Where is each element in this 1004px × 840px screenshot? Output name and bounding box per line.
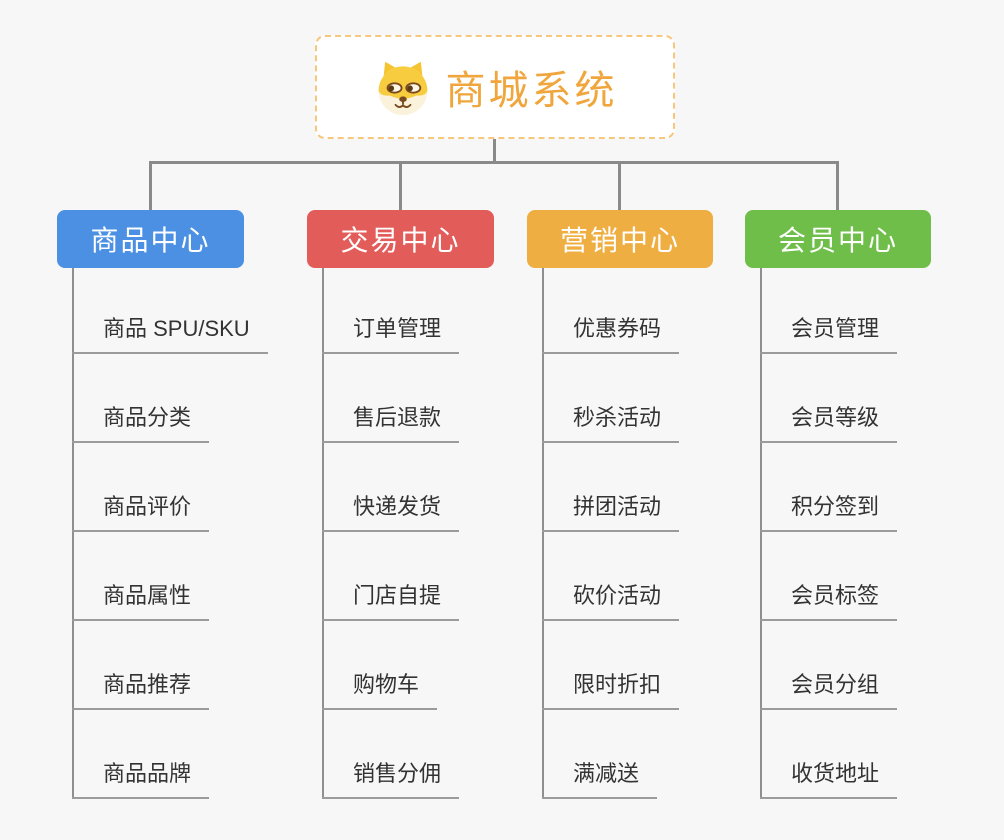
branch-node-marketing-center[interactable]: 营销中心	[527, 210, 713, 268]
branch-children-product-center: 商品 SPU/SKU 商品分类 商品评价 商品属性 商品推荐 商品品牌	[72, 268, 268, 799]
child-topic[interactable]: 商品推荐	[72, 671, 210, 710]
child-topic[interactable]: 购物车	[322, 671, 438, 710]
child-topic[interactable]: 销售分佣	[322, 760, 460, 799]
child-topic[interactable]: 商品 SPU/SKU	[72, 315, 268, 354]
branch-horizontal-connector	[149, 161, 839, 164]
child-topic[interactable]: 拼团活动	[542, 493, 680, 532]
child-topic[interactable]: 满减送	[542, 760, 658, 799]
child-topic[interactable]: 积分签到	[760, 493, 898, 532]
child-topic[interactable]: 商品分类	[72, 404, 210, 443]
branch-drop-connector	[836, 162, 839, 210]
root-topic[interactable]: 商城系统	[315, 35, 675, 139]
branch-children-member-center: 会员管理 会员等级 积分签到 会员标签 会员分组 收货地址	[760, 268, 898, 799]
child-topic[interactable]: 秒杀活动	[542, 404, 680, 443]
child-topic[interactable]: 门店自提	[322, 582, 460, 621]
column-connector	[542, 268, 544, 799]
branch-node-product-center[interactable]: 商品中心	[57, 210, 244, 268]
column-connector	[322, 268, 324, 799]
child-topic[interactable]: 限时折扣	[542, 671, 680, 710]
branch-children-trade-center: 订单管理 售后退款 快递发货 门店自提 购物车 销售分佣	[322, 268, 460, 799]
branch-children-marketing-center: 优惠券码 秒杀活动 拼团活动 砍价活动 限时折扣 满减送	[542, 268, 680, 799]
branch-drop-connector	[149, 162, 152, 210]
child-topic[interactable]: 快递发货	[322, 493, 460, 532]
child-topic[interactable]: 会员管理	[760, 315, 898, 354]
branch-node-member-center[interactable]: 会员中心	[745, 210, 931, 268]
column-connector	[72, 268, 74, 799]
branch-drop-connector	[618, 162, 621, 210]
child-topic[interactable]: 商品品牌	[72, 760, 210, 799]
child-topic[interactable]: 商品属性	[72, 582, 210, 621]
child-topic[interactable]: 会员等级	[760, 404, 898, 443]
child-topic[interactable]: 会员标签	[760, 582, 898, 621]
branch-node-trade-center[interactable]: 交易中心	[307, 210, 494, 268]
root-stem-connector	[493, 139, 496, 163]
child-topic[interactable]: 售后退款	[322, 404, 460, 443]
child-topic[interactable]: 收货地址	[760, 760, 898, 799]
child-topic[interactable]: 会员分组	[760, 671, 898, 710]
root-topic-label: 商城系统	[445, 69, 618, 113]
child-topic[interactable]: 订单管理	[322, 315, 460, 354]
child-topic[interactable]: 商品评价	[72, 493, 210, 532]
column-connector	[760, 268, 762, 799]
dog-face-icon	[378, 61, 427, 116]
branch-drop-connector	[399, 162, 402, 210]
child-topic[interactable]: 优惠券码	[542, 315, 680, 354]
child-topic[interactable]: 砍价活动	[542, 582, 680, 621]
